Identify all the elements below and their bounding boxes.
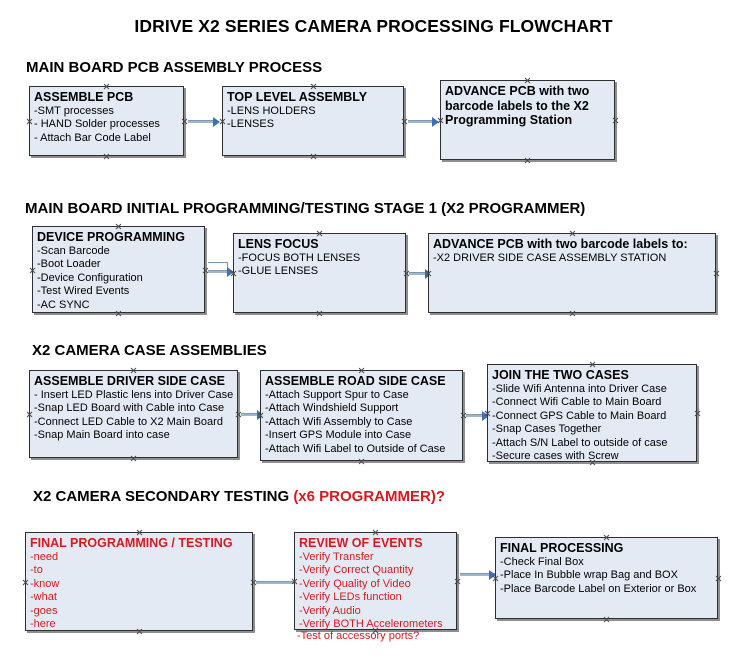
box-assemble-driver-side-case-line-4: -Snap Main Board into case (34, 429, 170, 442)
box-review-of-events-overflow-line: -Test of accessory ports? (297, 630, 420, 642)
box-final-processing-line-3: -Place Barcode Label on Exterior or Box (500, 582, 697, 595)
box-final-programming-testing-line-6: -here (30, 618, 56, 631)
box-top-level-assembly-header: TOP LEVEL ASSEMBLY (227, 90, 368, 104)
box-join-the-two-cases[interactable]: JOIN THE TWO CASES -Slide Wifi Antenna i… (487, 364, 697, 462)
box-top-level-assembly[interactable]: TOP LEVEL ASSEMBLY -LENS HOLDERS -LENSES (222, 86, 404, 156)
connector-2-2 (409, 272, 429, 275)
box-join-the-two-cases-line-6: -Secure cases with Screw (492, 450, 619, 463)
connector-1-1 (188, 120, 216, 123)
box-review-of-events-line-4: -Verify LEDs function (299, 591, 402, 604)
box-final-processing-line-2: -Place In Bubble wrap Bag and BOX (500, 569, 678, 582)
box-assemble-road-side-case-line-3: -Attach Wifi Assembly to Case (265, 415, 413, 428)
box-join-the-two-cases-line-4: -Snap Cases Together (492, 423, 602, 436)
box-review-of-events[interactable]: REVIEW OF EVENTS -Verify Transfer -Verif… (294, 532, 457, 630)
box-review-of-events-line-6: -Verify BOTH Accelerometers (299, 618, 443, 631)
box-join-the-two-cases-line-3: -Connect GPS Cable to Main Board (492, 409, 667, 422)
arrowhead-3-2 (482, 411, 489, 421)
box-final-processing[interactable]: FINAL PROCESSING -Check Final Box -Place… (495, 537, 718, 619)
box-final-programming-testing-header: FINAL PROGRAMMING / TESTING (30, 536, 233, 550)
box-assemble-road-side-case-line-4: -Insert GPS Module into Case (265, 429, 412, 442)
box-review-of-events-line-1: -Verify Transfer (299, 550, 374, 563)
box-assemble-road-side-case[interactable]: ASSEMBLE ROAD SIDE CASE -Attach Support … (260, 370, 463, 461)
box-assemble-driver-side-case-line-2: -Snap LED Board with Cable into Case (34, 402, 225, 415)
section-heading-1-text: MAIN BOARD PCB ASSEMBLY PROCESS (26, 59, 323, 76)
box-assemble-driver-side-case[interactable]: ASSEMBLE DRIVER SIDE CASE - Insert LED P… (29, 370, 238, 458)
connector-4-2 (460, 573, 495, 576)
box-assemble-road-side-case-header: ASSEMBLE ROAD SIDE CASE (265, 374, 446, 388)
box-advance-pcb-driver-case[interactable]: ADVANCE PCB with two barcode labels to: … (428, 233, 716, 313)
box-lens-focus-header: LENS FOCUS (238, 237, 319, 251)
box-advance-pcb-station[interactable]: ADVANCE PCB with two barcode labels to t… (440, 80, 615, 160)
box-join-the-two-cases-header: JOIN THE TWO CASES (492, 368, 629, 382)
box-assemble-driver-side-case-line-1: - Insert LED Plastic lens into Driver Ca… (34, 388, 234, 401)
connector-3-2 (466, 414, 486, 417)
arrowhead-1-2 (432, 117, 439, 127)
box-device-programming-line-4: -Test Wired Events (37, 285, 130, 298)
section-heading-2: MAIN BOARD INITIAL PROGRAMMING/TESTING S… (25, 200, 585, 217)
box-lens-focus-line-2: -GLUE LENSES (238, 265, 319, 278)
box-final-programming-testing-line-1: -need (30, 550, 59, 563)
box-assemble-pcb-line-2: - HAND Solder processes (34, 118, 160, 131)
box-top-level-assembly-line-2: -LENSES (227, 118, 275, 131)
box-advance-pcb-driver-case-header: ADVANCE PCB with two barcode labels to: (433, 237, 688, 251)
section-heading-2-text: MAIN BOARD INITIAL PROGRAMMING/TESTING S… (25, 200, 586, 217)
box-assemble-road-side-case-line-2: -Attach Windshield Support (265, 402, 399, 415)
box-top-level-assembly-line-1: -LENS HOLDERS (227, 104, 316, 117)
box-join-the-two-cases-line-1: -Slide Wifi Antenna into Driver Case (492, 382, 667, 395)
box-device-programming-header: DEVICE PROGRAMMING (37, 230, 185, 244)
box-join-the-two-cases-line-5: -Attach S/N Label to outside of case (492, 436, 668, 449)
box-final-programming-testing-line-3: -know (30, 577, 60, 590)
box-final-processing-header: FINAL PROCESSING (500, 541, 624, 555)
box-assemble-pcb[interactable]: ASSEMBLE PCB -SMT processes - HAND Solde… (29, 86, 184, 156)
section-heading-3-text: X2 CAMERA CASE ASSEMBLIES (32, 342, 267, 359)
box-review-of-events-line-5: -Verify Audio (299, 604, 361, 617)
box-assemble-driver-side-case-header: ASSEMBLE DRIVER SIDE CASE (34, 374, 226, 388)
connector-4-1 (256, 581, 294, 584)
box-final-programming-testing-line-5: -goes (30, 604, 58, 617)
section-heading-1: MAIN BOARD PCB ASSEMBLY PROCESS (26, 59, 322, 76)
box-device-programming-line-5: -AC SYNC (37, 298, 90, 311)
box-assemble-road-side-case-line-1: -Attach Support Spur to Case (265, 388, 409, 401)
box-device-programming-line-2: -Boot Loader (37, 258, 101, 271)
connector-2-1 (208, 270, 230, 273)
connector-1-2 (408, 120, 436, 123)
box-advance-pcb-driver-case-line-1: -X2 DRIVER SIDE CASE ASSEMBLY STATION (433, 251, 667, 264)
box-device-programming[interactable]: DEVICE PROGRAMMING -Scan Barcode -Boot L… (32, 226, 205, 313)
box-assemble-pcb-header: ASSEMBLE PCB (34, 90, 134, 104)
box-device-programming-line-3: -Device Configuration (37, 271, 143, 284)
section-heading-3: X2 CAMERA CASE ASSEMBLIES (32, 342, 267, 359)
arrowhead-2-1 (227, 267, 234, 277)
box-device-programming-line-1: -Scan Barcode (37, 244, 110, 257)
box-join-the-two-cases-line-2: -Connect Wifi Cable to Main Board (492, 396, 662, 409)
box-final-programming-testing[interactable]: FINAL PROGRAMMING / TESTING -need -to -k… (25, 532, 253, 631)
box-lens-focus-line-1: -FOCUS BOTH LENSES (238, 251, 361, 264)
box-final-processing-line-1: -Check Final Box (500, 555, 584, 568)
box-advance-pcb-station-header: ADVANCE PCB with two barcode labels to t… (445, 84, 590, 127)
box-assemble-pcb-line-3: - Attach Bar Code Label (34, 131, 151, 144)
box-review-of-events-header: REVIEW OF EVENTS (299, 536, 423, 550)
section-heading-4: X2 CAMERA SECONDARY TESTING (x6 PROGRAMM… (33, 488, 445, 505)
box-final-programming-testing-line-2: -to (30, 564, 43, 577)
box-lens-focus[interactable]: LENS FOCUS -FOCUS BOTH LENSES -GLUE LENS… (233, 233, 406, 313)
box-assemble-road-side-case-line-5: -Attach Wifi Label to Outside of Case (265, 442, 446, 455)
box-review-of-events-line-2: -Verify Correct Quantity (299, 564, 414, 577)
box-assemble-driver-side-case-line-3: -Connect LED Cable to X2 Main Board (34, 415, 223, 428)
box-assemble-pcb-line-1: -SMT processes (34, 104, 114, 117)
arrowhead-4-2 (489, 570, 496, 580)
connector-3-1 (241, 413, 261, 416)
arrowhead-1-1 (213, 117, 220, 127)
box-final-programming-testing-line-4: -what (30, 591, 57, 604)
page-title: IDRIVE X2 SERIES CAMERA PROCESSING FLOWC… (134, 16, 613, 36)
section-heading-4-text: X2 CAMERA SECONDARY TESTING (33, 488, 294, 505)
box-review-of-events-line-3: -Verify Quality of Video (299, 577, 411, 590)
section-heading-4-red-text: (x6 PROGRAMMER)? (293, 488, 445, 505)
